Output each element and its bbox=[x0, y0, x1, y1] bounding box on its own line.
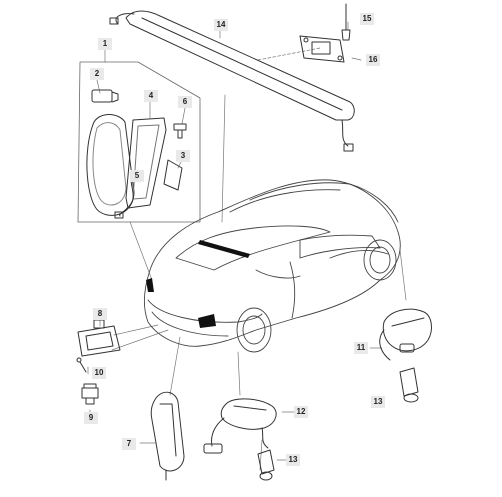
bulb-13-lower bbox=[257, 449, 275, 481]
pad-3 bbox=[163, 159, 183, 191]
lamp-wire bbox=[119, 171, 134, 217]
callout-5: 5 bbox=[130, 170, 144, 182]
callout-8: 8 bbox=[93, 308, 107, 320]
callout-13-upper: 13 bbox=[371, 396, 385, 408]
bulb-9 bbox=[81, 383, 99, 405]
callout-4: 4 bbox=[144, 90, 158, 102]
front-lamp-11 bbox=[379, 308, 432, 361]
side-lamp-7 bbox=[150, 391, 185, 481]
callout-13-lower: 13 bbox=[286, 454, 300, 466]
leader-lines bbox=[87, 21, 407, 471]
side-lamp-12 bbox=[203, 398, 277, 454]
clip-6 bbox=[173, 123, 187, 139]
callout-2: 2 bbox=[90, 68, 104, 80]
callout-16: 16 bbox=[366, 54, 380, 66]
callout-7: 7 bbox=[122, 438, 136, 450]
screw-10 bbox=[76, 357, 87, 373]
interior-lamp-lens bbox=[86, 114, 135, 216]
roof-strip-14 bbox=[109, 10, 355, 152]
callout-12: 12 bbox=[294, 406, 308, 418]
callout-11: 11 bbox=[354, 342, 368, 354]
bracket-16 bbox=[299, 35, 345, 63]
callout-15: 15 bbox=[360, 13, 374, 25]
bulb-13-upper bbox=[399, 367, 419, 403]
callout-3: 3 bbox=[176, 150, 190, 162]
callout-9: 9 bbox=[84, 412, 98, 424]
car-body bbox=[143, 179, 401, 353]
assembly-1-bracket bbox=[77, 61, 201, 223]
highlighted-parts bbox=[146, 240, 250, 328]
callout-1: 1 bbox=[98, 38, 112, 50]
callout-10: 10 bbox=[92, 367, 106, 379]
callout-14: 14 bbox=[214, 19, 228, 31]
stud-15 bbox=[341, 3, 351, 41]
callout-6: 6 bbox=[178, 96, 192, 108]
plate-lamp-8 bbox=[77, 319, 121, 357]
bulb-2 bbox=[91, 89, 119, 103]
lamp-housing bbox=[125, 117, 167, 209]
